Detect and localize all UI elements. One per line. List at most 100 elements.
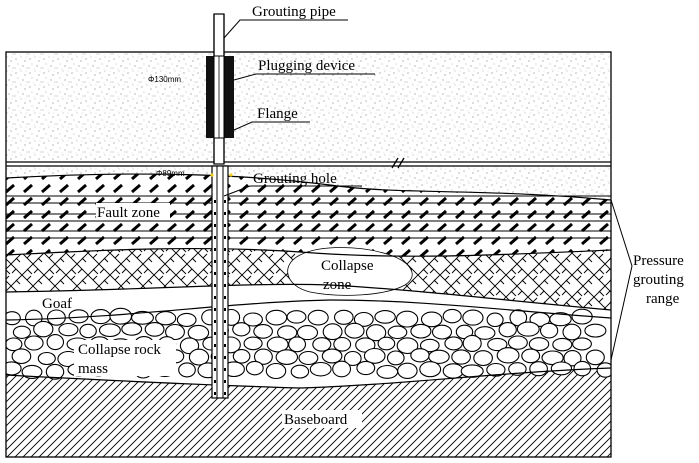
rock-fragment — [312, 337, 332, 352]
grouting-pipe-label: Grouting pipe — [252, 4, 336, 20]
pipe-perforation — [224, 392, 226, 395]
rock-fragment — [253, 324, 273, 339]
pipe-perforation — [214, 356, 216, 359]
pipe-perforation — [224, 356, 226, 359]
collapse-rock-label-line1: Collapse rock — [78, 342, 161, 358]
rock-fragment — [343, 350, 362, 367]
pipe-perforation — [214, 212, 216, 215]
rock-fragment — [507, 335, 528, 350]
hole-marker-right — [229, 173, 233, 177]
break-symbol — [391, 157, 405, 169]
rock-fragment — [431, 324, 453, 340]
rock-fragment — [286, 310, 307, 324]
rock-fragment — [253, 348, 273, 365]
pressure-range-label-line1: Pressure — [633, 253, 684, 269]
pipe-perforation — [224, 296, 226, 299]
rock-fragment — [539, 322, 559, 339]
collapse-zone-label-line1: Collapse — [321, 258, 374, 274]
rock-fragment — [58, 322, 79, 337]
rock-fragment — [155, 311, 177, 326]
leader-plugging-device — [233, 73, 375, 81]
pipe-perforation — [214, 272, 216, 275]
pipe-perforation — [224, 344, 226, 347]
pipe-perforation — [214, 308, 216, 311]
rock-fragment — [21, 364, 43, 379]
rock-fragment — [374, 310, 396, 324]
rock-fragment — [131, 310, 154, 325]
collapse-rock-label-line2: mass — [78, 361, 108, 377]
pipe-perforation — [224, 200, 226, 203]
rock-fragment — [25, 309, 43, 327]
pipe-perforation — [224, 248, 226, 251]
rock-fragment — [462, 334, 482, 352]
diameter-130-label: Φ130mm — [148, 75, 181, 84]
rock-fragment — [596, 362, 611, 378]
rock-fragment — [322, 323, 343, 341]
pipe-perforations — [214, 200, 226, 395]
pipe-perforation — [214, 320, 216, 323]
rock-fragment — [290, 364, 310, 379]
rock-fragment — [584, 323, 607, 338]
pipe-perforation — [224, 260, 226, 263]
flange-label: Flange — [257, 106, 298, 122]
rock-fragment — [333, 309, 354, 325]
rock-fragment — [178, 362, 196, 378]
pipe-perforation — [224, 212, 226, 215]
rock-fragment — [288, 336, 307, 353]
rock-fragment — [442, 363, 464, 379]
rock-fragment — [79, 323, 97, 339]
collapse-rock-label-bg — [74, 340, 176, 376]
rock-fragment — [98, 323, 121, 338]
leader-grouting-pipe — [223, 19, 348, 39]
plugging-device — [206, 55, 234, 139]
pipe-perforation — [214, 332, 216, 335]
pressure-range-label-line3: range — [646, 291, 680, 307]
pressure-range-label-line2: grouting — [633, 272, 684, 288]
rock-fragment — [243, 336, 263, 351]
pipe-perforation — [224, 272, 226, 275]
baseboard-label-bg — [282, 410, 362, 428]
pipe-perforation — [224, 224, 226, 227]
rock-fragment — [11, 348, 32, 365]
rock-fragment — [33, 320, 54, 338]
rock-fragment — [377, 336, 396, 351]
rock-fragment — [37, 351, 56, 366]
pipe-perforation — [214, 392, 216, 395]
rock-fragment — [451, 349, 471, 365]
pipe-perforation — [214, 368, 216, 371]
rock-fragment — [365, 324, 387, 342]
pipe-perforation — [214, 380, 216, 383]
rock-fragment — [396, 337, 419, 355]
rock-fragment — [321, 348, 343, 364]
pipe-perforation — [224, 284, 226, 287]
rock-fragment — [298, 350, 319, 366]
rock-fragment — [420, 311, 443, 328]
grouting-hole-label: Grouting hole — [253, 171, 337, 187]
rock-fragment — [563, 350, 582, 367]
baseboard-label: Baseboard — [284, 412, 348, 428]
rock-fragment — [550, 361, 573, 376]
rock-fragment — [521, 348, 541, 364]
rock-fragment — [462, 309, 484, 326]
rock-fragment — [549, 312, 572, 327]
rock-fragment — [498, 322, 517, 338]
rock-fragment — [24, 335, 44, 351]
rock-fragment — [265, 362, 287, 380]
rock-fragment — [562, 323, 582, 341]
leader-lines — [223, 19, 633, 361]
pipe-perforation — [214, 200, 216, 203]
rock-fragment — [442, 308, 462, 324]
rock-fragment — [109, 307, 133, 325]
topsoil-layer — [6, 52, 611, 162]
rock-fragment — [6, 311, 21, 326]
rock-fragment — [410, 348, 430, 363]
rock-fragment — [386, 350, 405, 366]
rock-fragment — [144, 322, 165, 337]
rock-fragment — [121, 322, 143, 336]
pipe-perforation — [214, 296, 216, 299]
fault-zone-label: Fault zone — [97, 205, 160, 221]
rock-fragment — [275, 349, 299, 365]
rock-fragment — [529, 361, 548, 377]
rock-fragment — [410, 323, 432, 339]
rock-fragment — [528, 337, 550, 352]
